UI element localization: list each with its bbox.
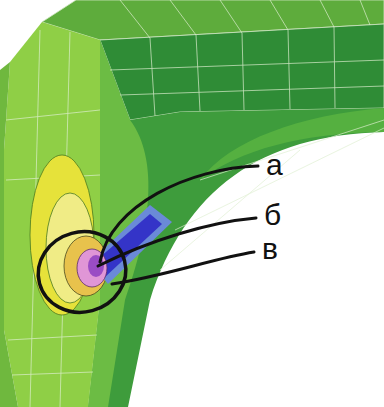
highlight-circle <box>29 222 135 322</box>
leader-lines <box>98 166 258 284</box>
callout-letter: б <box>264 200 281 230</box>
fillet-surface <box>88 40 384 407</box>
side-face <box>100 24 384 120</box>
callout-letter: а <box>266 150 283 180</box>
mesh-lines <box>6 0 384 407</box>
flange-edge <box>0 62 18 407</box>
flange-face <box>4 22 100 407</box>
leader-line <box>98 218 256 266</box>
callout-letter: в <box>262 234 278 264</box>
leader-line <box>100 166 258 262</box>
leader-line <box>112 252 254 284</box>
contour-orange <box>64 236 108 296</box>
